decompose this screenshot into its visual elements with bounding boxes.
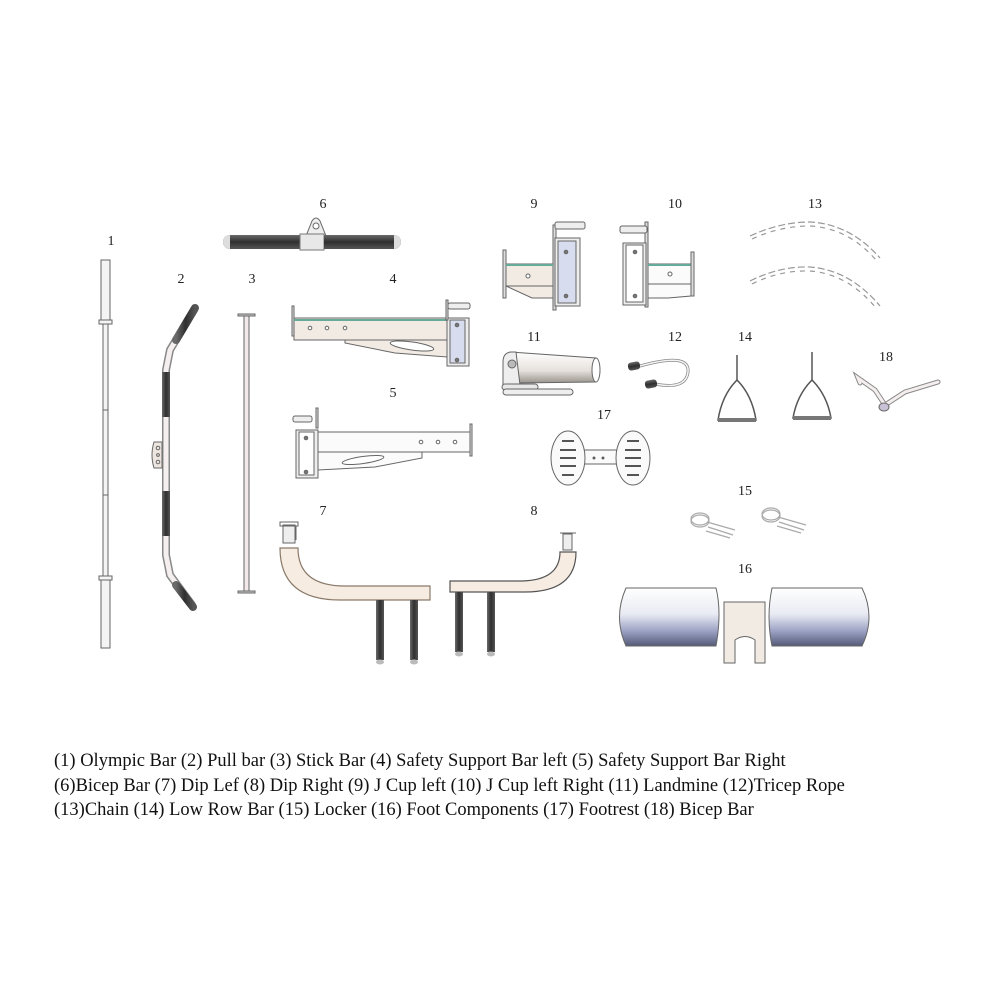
dip-left-icon — [279, 521, 431, 665]
callout-2: 2 — [177, 272, 185, 287]
callout-14: 14 — [738, 330, 752, 345]
bicep-bar-icon — [223, 217, 401, 251]
stick-bar-icon — [237, 313, 256, 594]
callout-13: 13 — [808, 197, 822, 212]
bicep-bar-small-icon — [852, 371, 941, 412]
callout-7: 7 — [319, 504, 327, 519]
callout-17: 17 — [597, 408, 611, 423]
legend-line-3: (13)Chain (14) Low Row Bar (15) Locker (… — [54, 800, 754, 820]
callout-15: 15 — [738, 484, 752, 499]
callout-10: 10 — [668, 197, 682, 212]
legend-line-1: (1) Olympic Bar (2) Pull bar (3) Stick B… — [54, 751, 786, 771]
callout-1: 1 — [107, 234, 115, 249]
callout-11: 11 — [527, 330, 541, 345]
chain-icon — [749, 221, 881, 309]
callout-4: 4 — [389, 272, 397, 287]
legend-line-2: (6)Bicep Bar (7) Dip Lef (8) Dip Right (… — [54, 775, 845, 796]
callout-8: 8 — [530, 504, 538, 519]
safety-support-bar-left-icon — [291, 299, 471, 367]
locker-icon — [690, 507, 807, 539]
low-row-bar-icon — [717, 352, 832, 422]
callout-12: 12 — [668, 330, 682, 345]
parts-drawing — [98, 217, 941, 665]
callout-9: 9 — [530, 197, 538, 212]
landmine-icon — [501, 351, 601, 396]
parts-legend: (1) Olympic Bar (2) Pull bar (3) Stick B… — [54, 749, 974, 823]
callout-5: 5 — [389, 386, 397, 401]
j-cup-left-icon — [502, 221, 586, 311]
olympic-bar-icon — [98, 259, 113, 649]
callout-3: 3 — [248, 272, 256, 287]
callout-18: 18 — [879, 350, 893, 365]
callout-16: 16 — [738, 562, 752, 577]
footrest-icon — [550, 430, 651, 486]
callout-6: 6 — [319, 197, 327, 212]
pull-bar-icon — [151, 304, 199, 611]
safety-support-bar-right-icon — [292, 407, 473, 479]
dip-right-icon — [449, 532, 577, 657]
foot-components-icon — [619, 587, 870, 664]
j-cup-right-icon — [619, 221, 695, 308]
tricep-rope-icon — [627, 358, 690, 389]
